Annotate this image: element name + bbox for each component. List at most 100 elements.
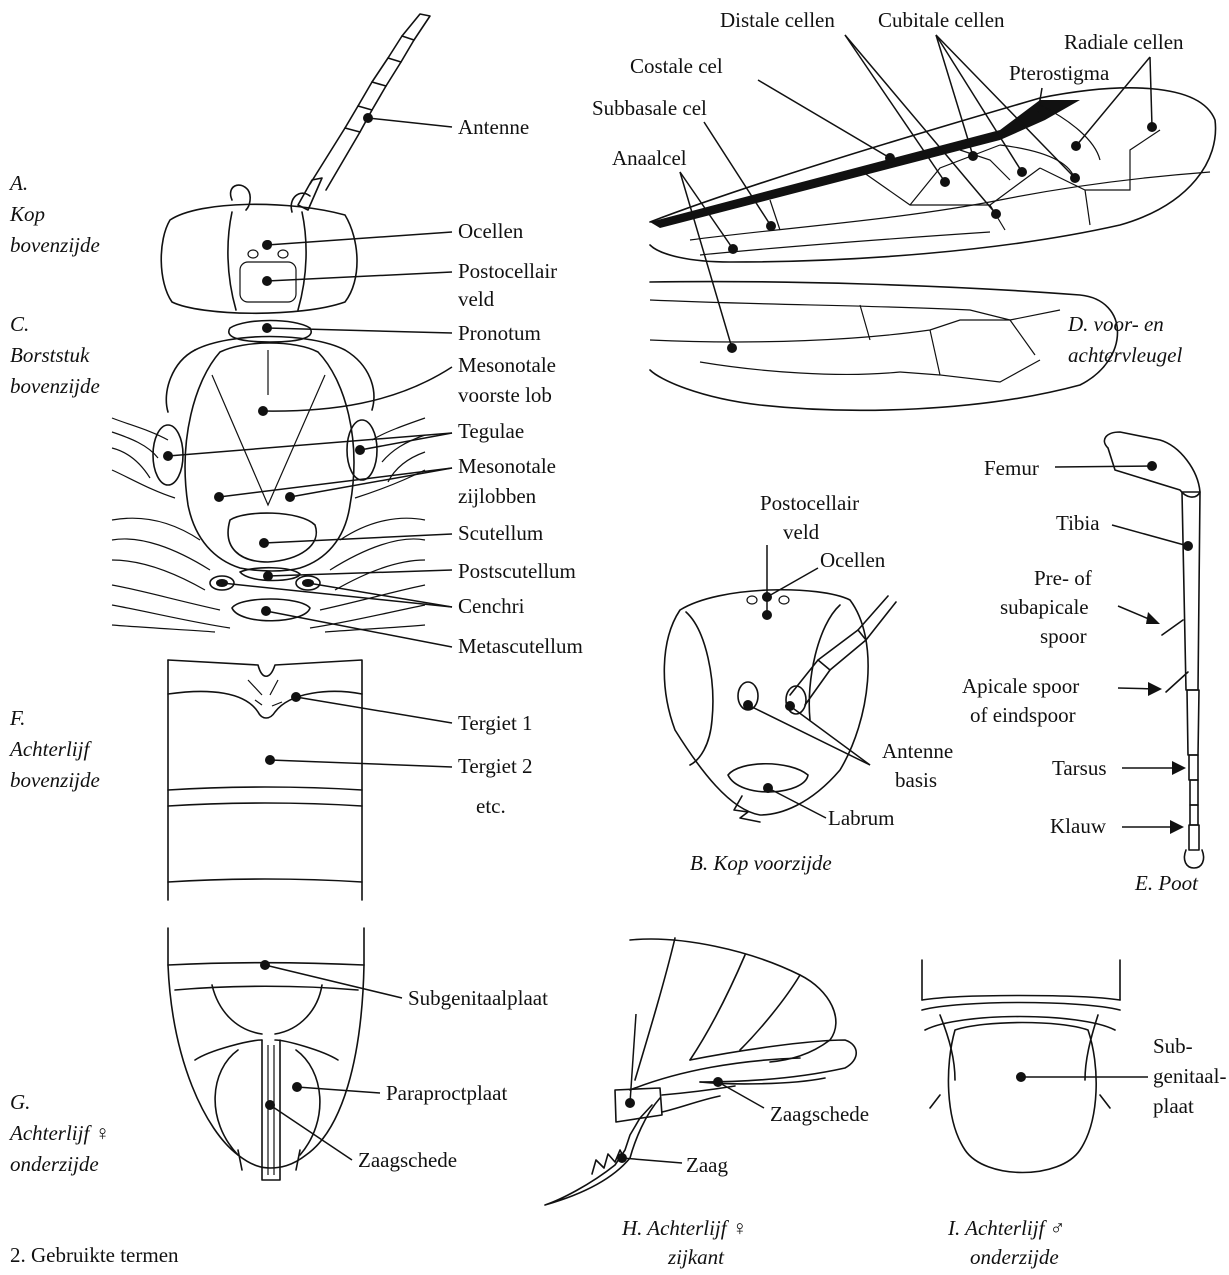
antenna-dorsal — [298, 14, 430, 210]
label-pronotum-text: Pronotum — [458, 321, 541, 345]
label-cubitale-text: Cubitale cellen — [878, 8, 1005, 32]
panel-a-head-dorsal: A. Kop bovenzijde Antenne Ocellen Postoc… — [8, 0, 557, 313]
label-subgenitaalplaat-h — [625, 1014, 636, 1108]
caption-f-line2: bovenzijde — [10, 768, 100, 792]
panel-c-caption: C. Borststuk bovenzijde — [10, 312, 100, 398]
label-tibia: Tibia — [1056, 511, 1193, 551]
caption-a-letter: A. — [8, 171, 28, 195]
caption-c-letter: C. — [10, 312, 29, 336]
label-klauw: Klauw — [1050, 814, 1184, 838]
label-anaalcel: Anaalcel — [612, 146, 738, 353]
caption-f-letter: F. — [9, 706, 25, 730]
label-labrum-text: Labrum — [828, 806, 894, 830]
label-antenne: Antenne — [363, 113, 529, 139]
caption-e: E. Poot — [1134, 871, 1199, 895]
label-subapicale-line2: subapicale — [1000, 595, 1089, 619]
caption-b: B. Kop voorzijde — [690, 851, 832, 875]
label-mesonotale-zij-line1: Mesonotale — [458, 454, 556, 478]
abdomen-ventral-male-drawing — [922, 960, 1120, 1173]
label-mesonotale-voorste-line2: voorste lob — [458, 383, 552, 407]
label-subgenitaal-i-line2: genitaal- — [1153, 1064, 1226, 1088]
label-distale-text: Distale cellen — [720, 8, 835, 32]
caption-i-line1: I. Achterlijf ♂ — [947, 1216, 1065, 1240]
panel-i-caption: I. Achterlijf ♂ onderzijde — [947, 1216, 1065, 1269]
panel-d-wings: D. voor- en achtervleugel Distale cellen… — [592, 8, 1216, 410]
label-apicale-spoor: Apicale spoor of eindspoor — [962, 674, 1162, 727]
label-paraproctplaat: Paraproctplaat — [292, 1081, 507, 1105]
label-anaalcel-text: Anaalcel — [612, 146, 687, 170]
panel-b-head-frontal: B. Kop voorzijde Postocellair veld Ocell… — [664, 491, 953, 875]
label-tarsus-text: Tarsus — [1052, 756, 1107, 780]
label-postocellair-b-line2: veld — [783, 520, 820, 544]
label-radiale-text: Radiale cellen — [1064, 30, 1184, 54]
label-postocellair-a-line1: Postocellair — [458, 259, 557, 283]
panel-b-caption: B. Kop voorzijde — [690, 851, 832, 875]
label-femur-text: Femur — [984, 456, 1039, 480]
label-subapicale-spoor: Pre- of subapicale spoor — [1000, 566, 1160, 648]
abdomen-dorsal-drawing — [168, 660, 362, 900]
panel-f-abdomen-dorsal: F. Achterlijf bovenzijde Tergiet 1 Tergi… — [8, 660, 533, 900]
thorax-dorsal-drawing — [112, 321, 425, 633]
panel-h-abdomen-lateral-female: H. Achterlijf ♀ zijkant Zaagschede Zaag — [545, 938, 869, 1269]
caption-c-line2: bovenzijde — [10, 374, 100, 398]
figure-caption: 2. Gebruikte termen — [10, 1243, 179, 1267]
label-costale-text: Costale cel — [630, 54, 723, 78]
caption-g-line2: onderzijde — [10, 1152, 99, 1176]
label-tergiet1-text: Tergiet 1 — [458, 711, 533, 735]
label-ocellen-a-text: Ocellen — [458, 219, 524, 243]
label-pterostigma-text: Pterostigma — [1009, 61, 1110, 85]
label-apicale-line1: Apicale spoor — [962, 674, 1079, 698]
label-femur: Femur — [984, 456, 1157, 480]
label-antenne-basis: Antenne basis — [743, 700, 953, 792]
label-distale-cellen: Distale cellen — [720, 8, 1001, 219]
caption-i-line2: onderzijde — [970, 1245, 1059, 1269]
panel-d-caption: D. voor- en achtervleugel — [1067, 312, 1182, 367]
label-subapicale-line3: spoor — [1040, 624, 1087, 648]
caption-f-line1: Achterlijf — [8, 737, 92, 761]
panel-h-caption: H. Achterlijf ♀ zijkant — [621, 1216, 748, 1269]
label-tegulae-text: Tegulae — [458, 419, 524, 443]
caption-c-line1: Borststuk — [10, 343, 90, 367]
label-apicale-line2: of eindspoor — [970, 703, 1076, 727]
label-klauw-text: Klauw — [1050, 814, 1107, 838]
caption-g-letter: G. — [10, 1090, 30, 1114]
panel-g-caption: G. Achterlijf ♀ onderzijde — [8, 1090, 110, 1176]
label-subgenitaal-g-text: Subgenitaalplaat — [408, 986, 548, 1010]
panel-c-thorax-dorsal: C. Borststuk bovenzijde Pronotum Mesonot… — [10, 312, 583, 658]
label-subgenitaal-i-line1: Sub- — [1153, 1034, 1193, 1058]
label-mesonotale-zij-line2: zijlobben — [458, 484, 537, 508]
label-zaag-text: Zaag — [686, 1153, 728, 1177]
label-tibia-text: Tibia — [1056, 511, 1100, 535]
label-zaagschede-g: Zaagschede — [265, 1100, 457, 1172]
label-postocellair-a-line2: veld — [458, 287, 495, 311]
label-paraproct-text: Paraproctplaat — [386, 1081, 507, 1105]
panel-a-caption: A. Kop bovenzijde — [8, 171, 100, 257]
label-subapicale-line1: Pre- of — [1034, 566, 1092, 590]
label-subgenitaalplaat-g: Subgenitaalplaat — [260, 960, 548, 1010]
panel-g-abdomen-ventral-female: G. Achterlijf ♀ onderzijde Subgenitaalpl… — [8, 928, 548, 1180]
label-tergiet2-line2: etc. — [476, 794, 506, 818]
label-ocellen-b-text: Ocellen — [820, 548, 886, 572]
label-metascutellum: Metascutellum — [261, 606, 583, 658]
label-cenchri-text: Cenchri — [458, 594, 525, 618]
panel-e-caption: E. Poot — [1134, 871, 1199, 895]
label-subgenitaalplaat-i: Sub- genitaal- plaat — [1016, 1034, 1226, 1118]
label-antenne-basis-line1: Antenne — [882, 739, 953, 763]
caption-a-line2: bovenzijde — [10, 233, 100, 257]
leg-drawing — [1104, 432, 1203, 868]
head-frontal-drawing — [664, 590, 896, 822]
panel-f-caption: F. Achterlijf bovenzijde — [8, 706, 100, 792]
label-antenne-basis-line2: basis — [895, 768, 937, 792]
label-scutellum: Scutellum — [259, 521, 543, 548]
label-tergiet1: Tergiet 1 — [291, 692, 533, 735]
label-mesonotale-voorste-line1: Mesonotale — [458, 353, 556, 377]
label-zaagschede-g-text: Zaagschede — [358, 1148, 457, 1172]
label-tergiet2: Tergiet 2 etc. — [265, 754, 533, 818]
panel-e-leg: E. Poot Femur Tibia Pre- of subapicale s… — [962, 432, 1204, 895]
caption-g-line1: Achterlijf ♀ — [8, 1121, 110, 1145]
label-tarsus: Tarsus — [1052, 756, 1186, 780]
label-postscutellum-text: Postscutellum — [458, 559, 576, 583]
head-dorsal-drawing — [147, 0, 430, 313]
caption-h-line1: H. Achterlijf ♀ — [621, 1216, 748, 1240]
